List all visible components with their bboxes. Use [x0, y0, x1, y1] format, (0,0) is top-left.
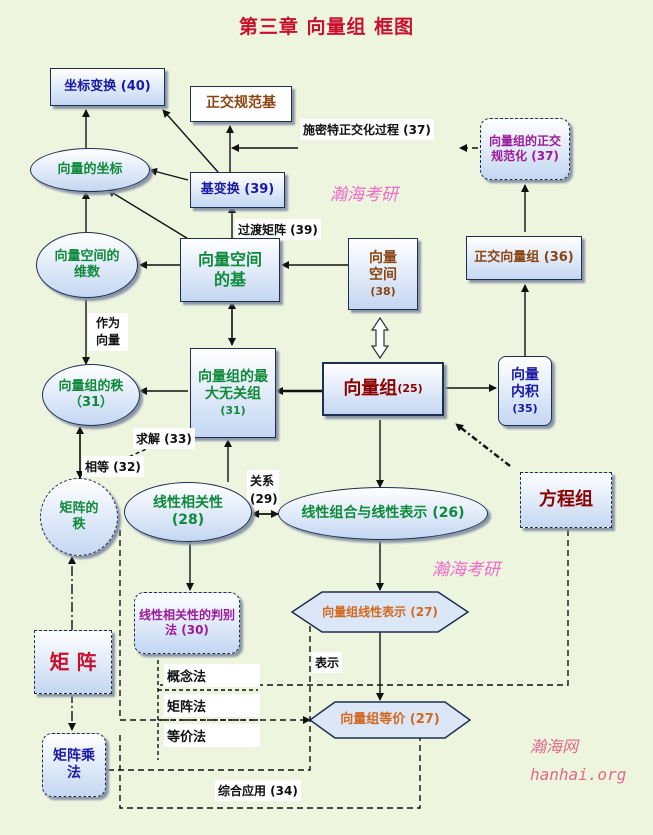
node-equations: 方程组: [520, 472, 612, 528]
node-orthonormal-basis: 正交规范基: [190, 86, 292, 122]
node-max-indep: 向量组的最大无关组 (31): [190, 348, 276, 438]
node-inner-product: 向量内积 (35): [498, 356, 552, 426]
node-basis-change: 基变换 (39): [190, 172, 285, 208]
node-rank-vg: 向量组的秩（31）: [42, 364, 140, 426]
method-concept: 概念法: [164, 664, 260, 687]
node-matrix-mult: 矩阵乘法: [42, 733, 106, 797]
inner-product-text: 向量内积: [511, 366, 539, 401]
edge-equations-to-vgroup: [455, 423, 511, 467]
node-space-basis: 向量空间的基: [180, 238, 280, 302]
node-linear-rep: 向量组线性表示 (27): [322, 604, 438, 619]
label-relation: 关系 (29): [247, 470, 279, 510]
vector-space-num: (38): [370, 284, 396, 298]
inner-product-num: (35): [512, 401, 538, 415]
node-coord-transform: 坐标变换 (40): [50, 68, 165, 106]
node-dep-criteria: 线性相关性的判别法 (30): [134, 592, 240, 654]
vector-group-num: (25): [397, 382, 423, 396]
edge-spacebasis-to-coords: [107, 189, 191, 241]
label-comprehensive: 综合应用 (34): [215, 780, 301, 801]
watermark-brand-url: hanhai.org: [530, 765, 627, 784]
watermark-middle: 瀚海考研: [432, 560, 500, 580]
node-normalize: 向量组的正交规范化 (37): [480, 118, 570, 180]
max-indep-text: 向量组的最大无关组: [198, 368, 268, 403]
label-equal: 相等 (32): [82, 456, 144, 477]
page-title: 第三章 向量组 框图: [238, 16, 415, 38]
label-solve: 求解 (33): [133, 428, 195, 449]
label-as-vector: 作为向量: [88, 313, 128, 351]
node-dim: 向量空间的维数: [36, 232, 138, 298]
node-orth-group: 正交向量组 (36): [466, 236, 582, 280]
method-equiv: 等价法: [164, 724, 260, 747]
node-vector-space: 向量空间 (38): [348, 238, 418, 310]
method-matrix: 矩阵法: [164, 694, 260, 717]
vector-group-text: 向量组: [343, 377, 398, 399]
vector-space-text: 向量空间: [369, 249, 397, 284]
max-indep-num: (31): [220, 403, 246, 417]
label-transition: 过渡矩阵 (39): [235, 219, 321, 240]
label-represent: 表示: [312, 652, 343, 673]
node-matrix: 矩 阵: [34, 630, 112, 694]
label-schmidt: 施密特正交化过程 (37): [300, 119, 434, 140]
watermark-top: 瀚海考研: [330, 185, 398, 205]
node-vg-equiv: 向量组等价 (27): [340, 711, 440, 727]
node-linear-comb: 线性组合与线性表示 (26): [278, 487, 488, 540]
node-matrix-rank: 矩阵的秩: [40, 478, 118, 556]
double-arrow-vgroup-vspace: [370, 316, 390, 360]
node-linear-dep: 线性相关性 (28): [124, 482, 252, 542]
edge-basis-change-to-coords: [149, 167, 189, 181]
node-coords: 向量的坐标: [30, 148, 150, 192]
watermark-brand-cn: 瀚海网: [530, 737, 579, 756]
node-vector-group: 向量组(25): [322, 362, 444, 416]
